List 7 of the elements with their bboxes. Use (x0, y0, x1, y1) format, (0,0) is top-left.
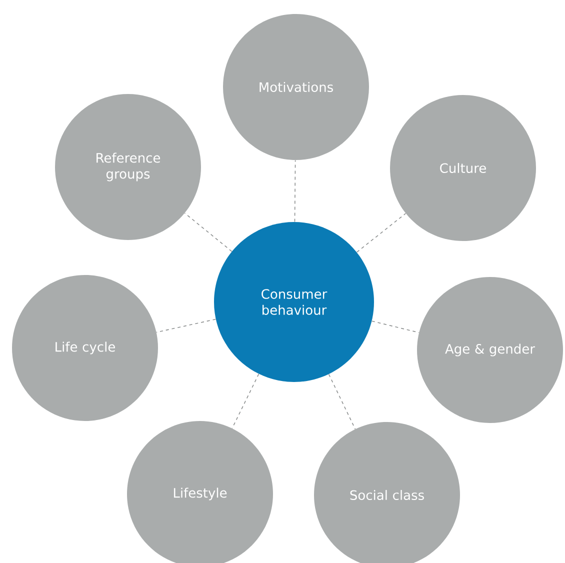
connector-line (372, 320, 420, 333)
connector-line (156, 318, 216, 333)
connector-line (294, 160, 296, 222)
connector-line (232, 374, 260, 429)
connector-line (328, 374, 356, 430)
connector-line (184, 212, 232, 252)
connector-line (356, 213, 406, 253)
